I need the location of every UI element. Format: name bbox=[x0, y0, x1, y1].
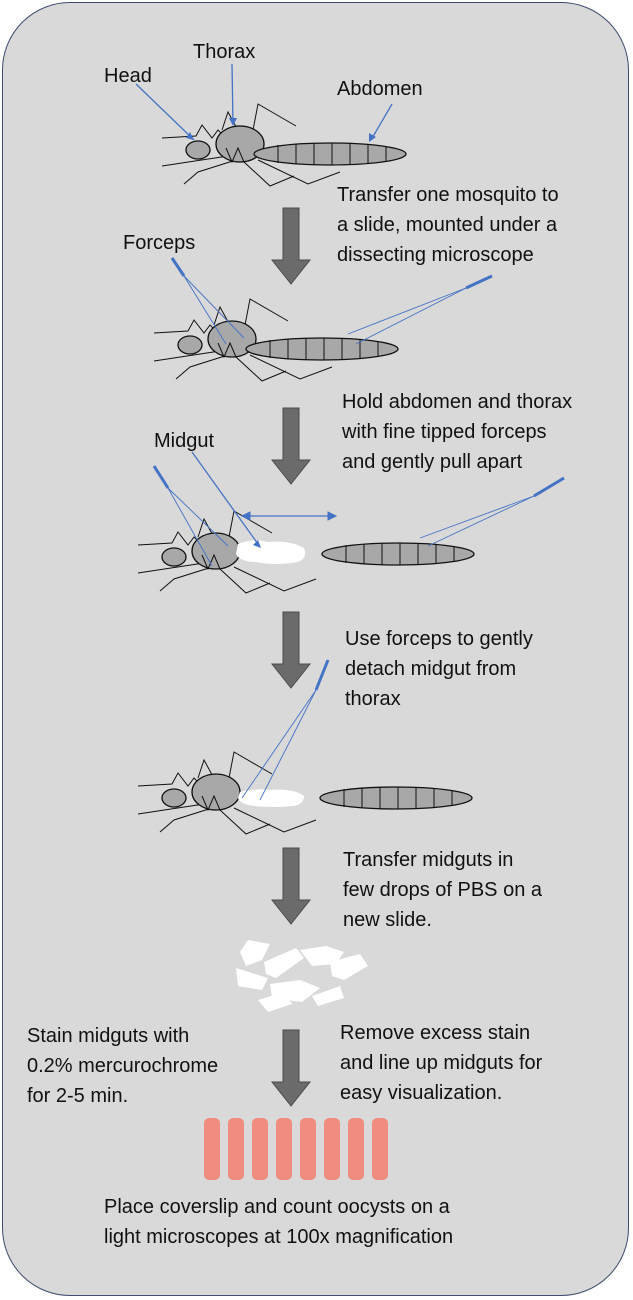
midgut-exposed bbox=[236, 540, 306, 564]
stained-midguts bbox=[204, 1118, 388, 1180]
stained-midgut bbox=[324, 1118, 340, 1180]
step-arrow-4 bbox=[271, 847, 311, 925]
pull-apart-arrow bbox=[240, 511, 338, 521]
step-arrow-3 bbox=[271, 611, 311, 689]
thorax-label: Thorax bbox=[193, 41, 256, 63]
midgut-detached bbox=[238, 789, 304, 807]
stained-midgut bbox=[348, 1118, 364, 1180]
mosquito-forceps bbox=[153, 298, 399, 382]
stained-midgut bbox=[252, 1118, 268, 1180]
step-arrow-5 bbox=[271, 1029, 311, 1107]
forceps-pair-2 bbox=[152, 465, 565, 567]
mosquito-whole bbox=[161, 103, 407, 187]
stained-midgut bbox=[372, 1118, 388, 1180]
forceps-pair bbox=[170, 257, 493, 345]
stained-midgut bbox=[276, 1118, 292, 1180]
forceps-label: Forceps bbox=[123, 232, 196, 254]
head-label: Head bbox=[104, 65, 152, 87]
stained-midgut bbox=[204, 1118, 220, 1180]
step-arrow-1 bbox=[271, 207, 311, 285]
stained-midgut bbox=[228, 1118, 244, 1180]
midgut-label: Midgut bbox=[154, 430, 215, 452]
abdomen-label: Abdomen bbox=[337, 78, 423, 100]
head-pointer bbox=[135, 83, 195, 141]
single-forceps bbox=[241, 659, 330, 801]
abdomen-pointer bbox=[370, 103, 393, 141]
midgut-pointer bbox=[191, 451, 259, 545]
thorax-pointer bbox=[231, 63, 234, 125]
step-arrow-2 bbox=[271, 407, 311, 485]
midguts-pbs bbox=[236, 940, 368, 1012]
stained-midgut bbox=[300, 1118, 316, 1180]
